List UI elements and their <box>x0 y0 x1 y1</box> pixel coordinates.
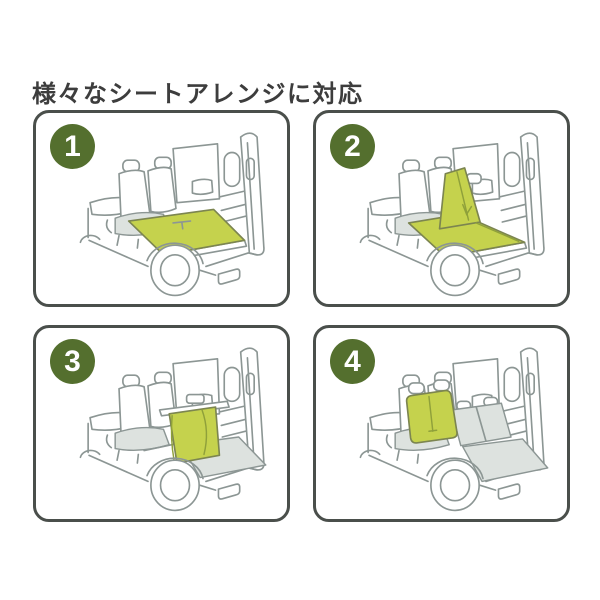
panel-arrangement-4: 4 <box>313 325 570 522</box>
van-hanging-partition-icon <box>79 347 267 512</box>
number-badge-4: 4 <box>330 339 375 384</box>
van-mat-over-raised-seatback-icon <box>359 132 545 297</box>
van-seatback-cover-icon <box>359 347 549 512</box>
panel-arrangement-3: 3 <box>33 325 290 522</box>
number-badge-2: 2 <box>330 124 375 169</box>
page-title: 様々なシートアレンジに対応 <box>32 81 364 109</box>
panel-arrangement-1: 1 <box>33 110 290 307</box>
number-badge-3: 3 <box>50 339 95 384</box>
seat-arrangement-grid: 1 2 3 <box>33 110 570 522</box>
number-badge-1: 1 <box>50 124 95 169</box>
van-full-flat-mat-icon <box>79 132 265 297</box>
panel-arrangement-2: 2 <box>313 110 570 307</box>
